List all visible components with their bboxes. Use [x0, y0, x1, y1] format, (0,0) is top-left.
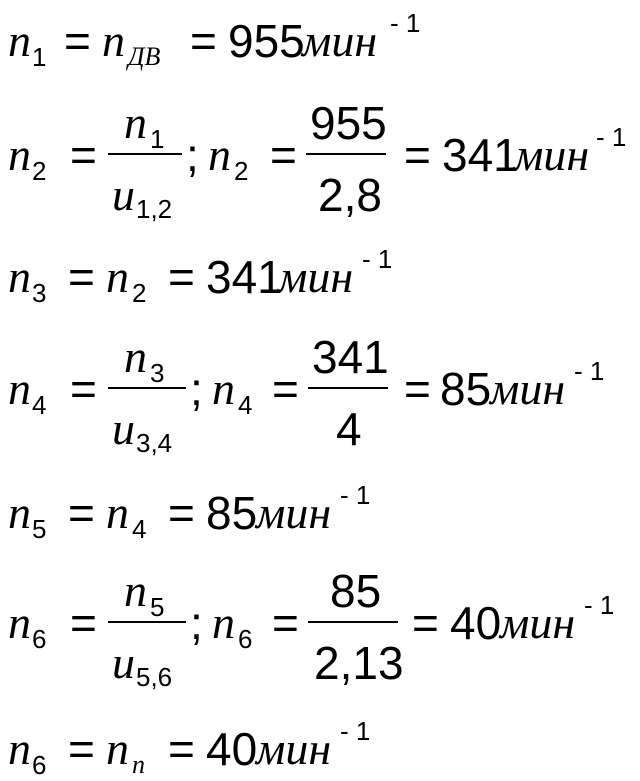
denominator-value: 2,13	[314, 637, 404, 689]
exponent: - 1	[596, 122, 627, 152]
numerator-subscript: 3	[150, 358, 165, 388]
equals-sign: =	[68, 251, 95, 303]
equals-sign: =	[272, 363, 299, 415]
equals-sign: =	[272, 597, 299, 649]
equals-sign: =	[70, 129, 97, 181]
exponent: - 1	[340, 716, 371, 746]
lhs-subscript: 5	[32, 514, 47, 544]
fraction-bar	[108, 621, 186, 623]
lhs-variable: n	[8, 15, 31, 66]
equals-sign: =	[168, 251, 195, 303]
denominator-subscript: 1,2	[136, 194, 173, 224]
fraction-bar	[108, 387, 186, 389]
unit: мин	[302, 15, 378, 66]
second-variable: n	[212, 597, 235, 648]
equals-sign: =	[404, 363, 431, 415]
equals-sign: =	[412, 597, 439, 649]
rhs-variable: n	[102, 15, 125, 66]
denominator-subscript: 5,6	[136, 662, 173, 692]
equals-sign: =	[64, 15, 91, 67]
equals-sign: =	[70, 363, 97, 415]
rhs-variable: n	[106, 487, 129, 538]
value: 341	[442, 129, 519, 181]
numerator-value: 85	[330, 565, 382, 617]
rhs-subscript: 4	[132, 514, 147, 544]
lhs-subscript: 1	[32, 42, 47, 72]
lhs-subscript: 4	[32, 390, 47, 420]
value: 341	[206, 251, 283, 303]
numerator-value: 955	[310, 97, 387, 149]
rhs-subscript: 2	[132, 278, 147, 308]
numerator-variable: n	[124, 331, 147, 382]
exponent: - 1	[340, 480, 371, 510]
fraction-bar	[108, 153, 182, 155]
exponent: - 1	[574, 356, 605, 386]
unit: мин	[490, 363, 566, 414]
value: 40	[206, 723, 258, 775]
exponent: - 1	[362, 244, 393, 274]
fraction-bar	[308, 621, 398, 623]
second-variable: n	[212, 363, 235, 414]
denominator-subscript: 3,4	[136, 428, 173, 458]
lhs-subscript: 6	[32, 750, 47, 780]
lhs-variable: n	[8, 251, 31, 302]
equals-sign: =	[270, 129, 297, 181]
lhs-subscript: 3	[32, 278, 47, 308]
second-subscript: 6	[238, 624, 253, 654]
equals-sign: =	[168, 723, 195, 775]
value: 85	[206, 487, 258, 539]
separator: ;	[190, 597, 203, 649]
fraction-bar	[308, 387, 388, 389]
value: 955	[228, 15, 305, 67]
rhs-variable: n	[106, 251, 129, 302]
unit: мин	[500, 597, 576, 648]
lhs-variable: n	[8, 363, 31, 414]
lhs-subscript: 2	[32, 156, 47, 186]
separator: ;	[186, 129, 199, 181]
lhs-variable: n	[8, 487, 31, 538]
lhs-subscript: 6	[32, 624, 47, 654]
equals-sign: =	[68, 487, 95, 539]
denominator-value: 4	[336, 403, 362, 455]
unit: мин	[278, 251, 354, 302]
numerator-subscript: 1	[150, 124, 165, 154]
lhs-variable: n	[8, 723, 31, 774]
exponent: - 1	[390, 8, 421, 38]
equals-sign: =	[70, 597, 97, 649]
value: 85	[440, 363, 492, 415]
numerator-value: 341	[312, 331, 389, 383]
lhs-variable: n	[8, 129, 31, 180]
second-subscript: 4	[238, 390, 253, 420]
numerator-subscript: 5	[150, 592, 165, 622]
unit: мин	[256, 487, 332, 538]
denominator-value: 2,8	[318, 169, 382, 221]
rhs-subscript: ДВ	[128, 42, 161, 71]
unit: мин	[514, 129, 590, 180]
equals-sign: =	[68, 723, 95, 775]
unit: мин	[256, 723, 332, 774]
lhs-variable: n	[8, 597, 31, 648]
fraction-bar	[306, 153, 386, 155]
numerator-variable: n	[124, 97, 147, 148]
value: 40	[450, 597, 502, 649]
exponent: - 1	[584, 590, 615, 620]
rhs-subscript: n	[132, 750, 145, 779]
denominator-variable: u	[112, 169, 135, 220]
denominator-variable: u	[112, 403, 135, 454]
separator: ;	[190, 363, 203, 415]
equals-sign: =	[168, 487, 195, 539]
second-subscript: 2	[234, 156, 249, 186]
rhs-variable: n	[106, 723, 129, 774]
numerator-variable: n	[124, 565, 147, 616]
second-variable: n	[208, 129, 231, 180]
equals-sign: =	[190, 15, 217, 67]
denominator-variable: u	[112, 637, 135, 688]
equals-sign: =	[404, 129, 431, 181]
